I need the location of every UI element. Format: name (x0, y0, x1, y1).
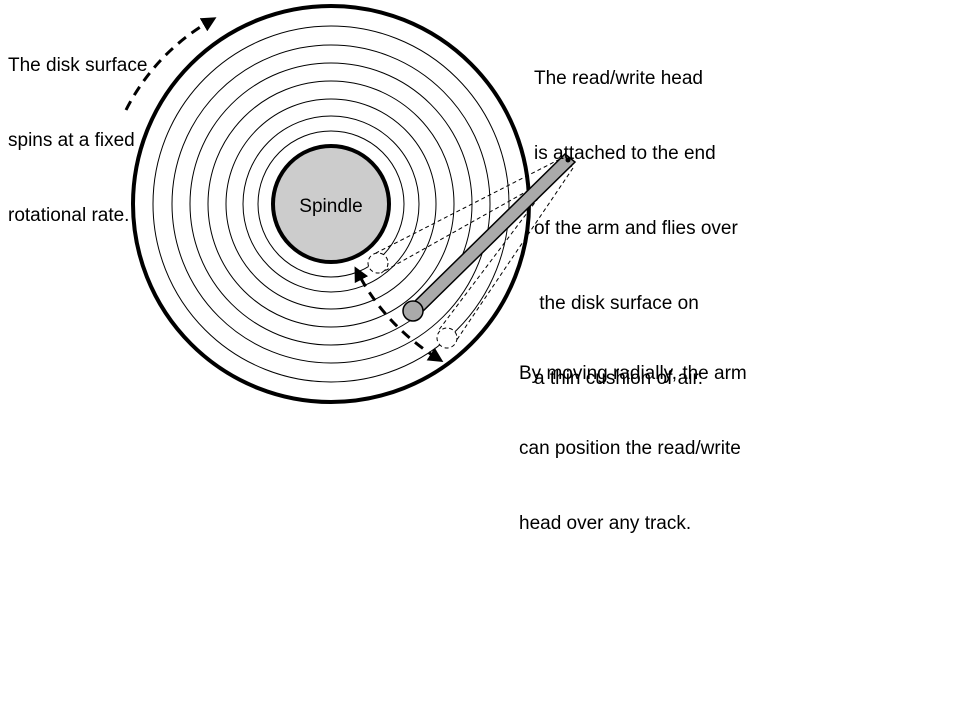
track-ring (171, 44, 491, 364)
read-write-head-caption: The read/write head is attached to the e… (534, 16, 738, 441)
spindle-label: Spindle (299, 196, 362, 217)
caption-line: By moving radially, the arm (519, 363, 747, 384)
caption-line: can position the read/write (519, 438, 741, 459)
radial-move-arrow (354, 266, 444, 363)
arm-pivot (565, 157, 571, 163)
track-ring (225, 98, 437, 310)
rotation-arrow (124, 17, 217, 111)
spindle (271, 144, 391, 264)
track-ring (207, 80, 455, 328)
caption-line: head over any track. (519, 513, 692, 534)
disk-spin-caption: The disk surface spins at a fixed rotati… (8, 3, 147, 278)
read-write-head (402, 300, 424, 322)
caption-line: the disk surface on (534, 293, 699, 314)
arm-movement-caption: By moving radially, the arm can position… (519, 311, 747, 586)
caption-line: The disk surface (8, 55, 148, 76)
track-ring (242, 115, 420, 293)
caption-line: is attached to the end (534, 143, 716, 164)
caption-line: a thin cushion of air. (534, 368, 703, 389)
track-ring (257, 130, 405, 278)
caption-line: rotational rate. (8, 205, 130, 226)
track-ring (152, 25, 510, 383)
caption-line: of the arm and flies over (534, 218, 738, 239)
caption-line: spins at a fixed (8, 130, 135, 151)
caption-line: The read/write head (534, 68, 703, 89)
